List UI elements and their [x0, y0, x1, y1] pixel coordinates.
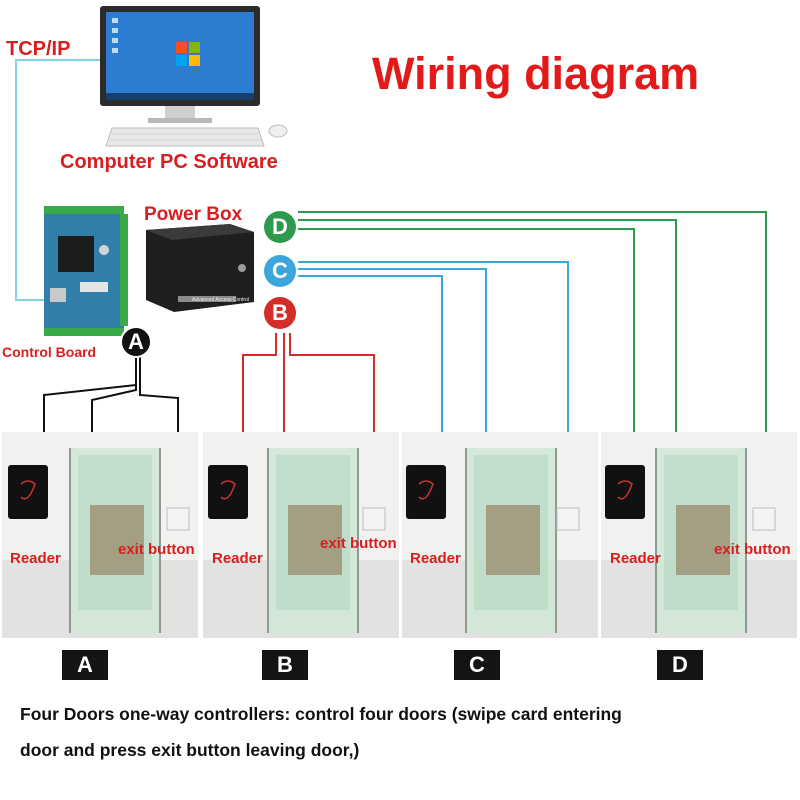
badge-d: D	[264, 211, 296, 243]
badge-b: B	[264, 297, 296, 329]
exit-button-label-a: exit button	[118, 541, 195, 558]
door-label-d: D	[657, 650, 703, 680]
reader-label-b: Reader	[212, 550, 263, 567]
badge-a: A	[120, 326, 152, 358]
tcp-ip-cable	[15, 59, 100, 301]
exit-button-label-d: exit button	[714, 541, 791, 558]
computer-monitor	[100, 6, 260, 123]
exit-button-label-b: exit button	[320, 535, 397, 552]
reader-label-c: Reader	[410, 550, 461, 567]
door-label-a: A	[62, 650, 108, 680]
power-box-label: Power Box	[144, 204, 243, 225]
mouse	[268, 124, 288, 138]
badge-c: C	[264, 255, 296, 287]
control-board	[44, 206, 128, 336]
power-box-plate-text: Advanced Access Control	[192, 297, 249, 303]
tcp-ip-label: TCP/IP	[6, 38, 71, 60]
door-scene-a	[2, 432, 198, 638]
pc-software-label: Computer PC Software	[60, 151, 278, 173]
door-scene-c	[402, 432, 598, 638]
caption-line-1: Four Doors one-way controllers: control …	[20, 704, 622, 724]
door-label-c: C	[454, 650, 500, 680]
door-scene-b	[203, 432, 399, 638]
keyboard	[105, 127, 265, 147]
windows-logo-icon	[176, 42, 200, 66]
power-box	[146, 224, 254, 312]
reader-label-d: Reader	[610, 550, 661, 567]
diagram-title: Wiring diagram	[372, 48, 700, 99]
reader-label-a: Reader	[10, 550, 61, 567]
door-label-b: B	[262, 650, 308, 680]
door-scene-d	[601, 432, 797, 638]
control-board-label: Control Board	[2, 344, 97, 360]
door-b-wires	[242, 333, 377, 510]
caption-line-2: door and press exit button leaving door,…	[20, 740, 360, 760]
